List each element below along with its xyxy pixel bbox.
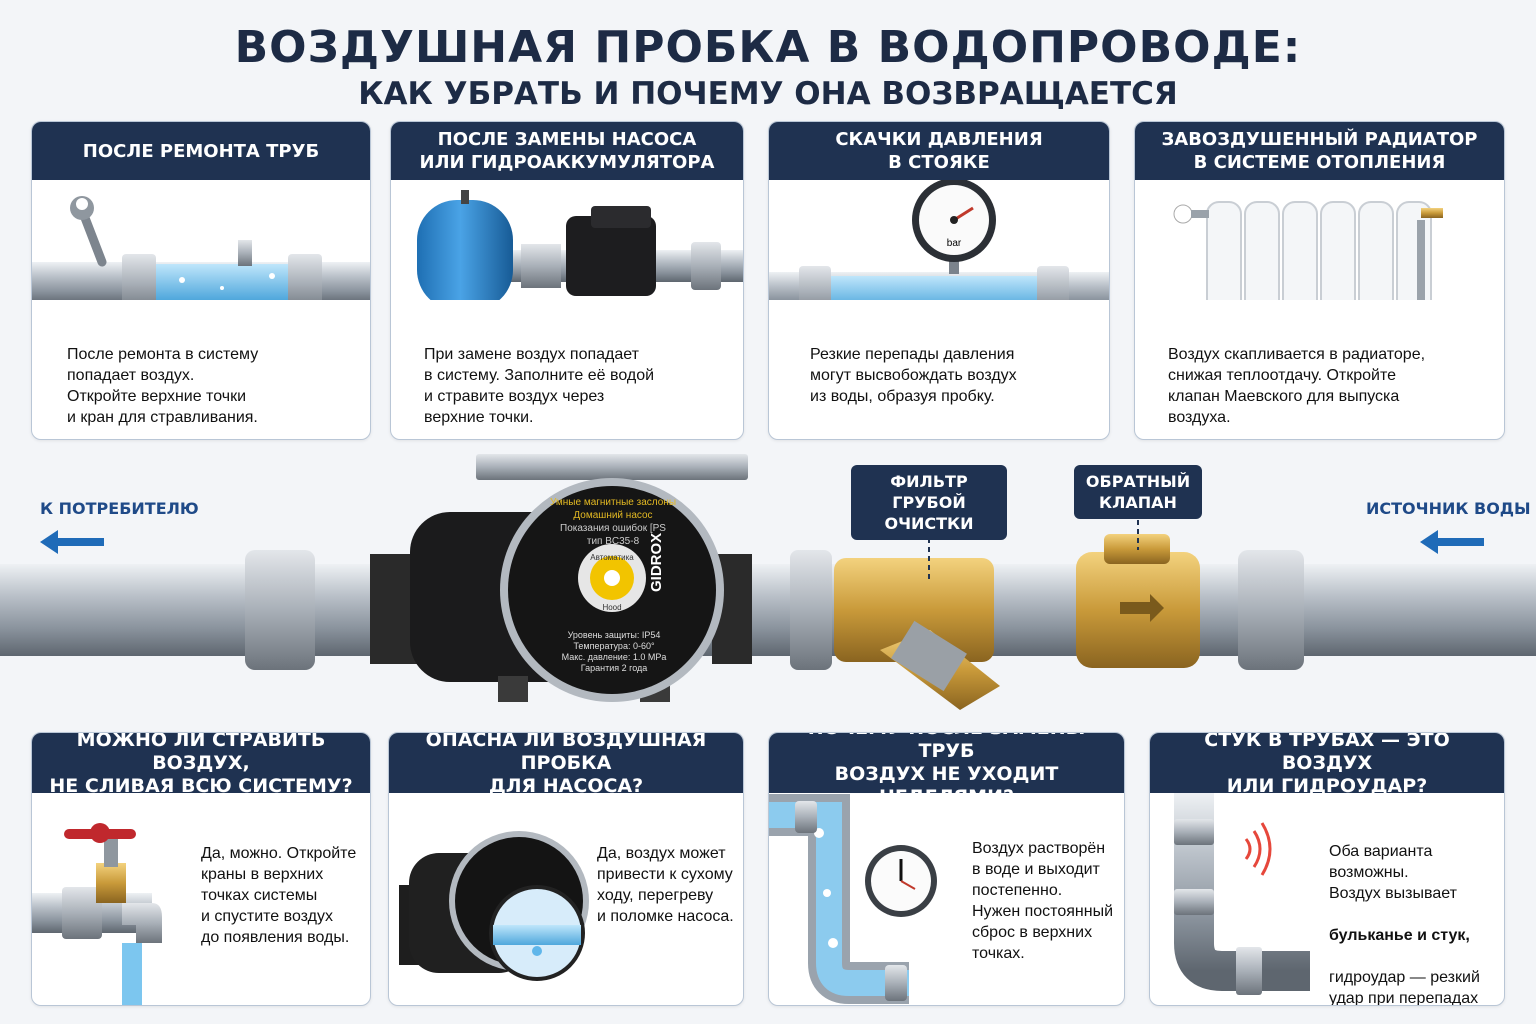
main-pipeline [0, 454, 1536, 710]
main-title: ВОЗДУШНАЯ ПРОБКА В ВОДОПРОВОДЕ: [234, 22, 1302, 73]
tag-coarse-filter: ФИЛЬТР ГРУБОЙ ОЧИСТКИ [851, 465, 1007, 540]
card-airlock-pump-danger: ОПАСНА ЛИ ВОЗДУШНАЯ ПРОБКА ДЛЯ НАСОСА? Д… [388, 732, 744, 1006]
label-water-source: ИСТОЧНИК ВОДЫ [1366, 499, 1531, 518]
card-text-bold: бульканье и стук, [1329, 927, 1470, 944]
pump-faceplate: Умные магнитные заслоны Домашний насос П… [516, 496, 710, 548]
card-text-part1: Оба варианта возможны. Воздух вызывает [1329, 843, 1457, 902]
card-text: Да, воздух может привести к сухому ходу,… [597, 845, 734, 925]
card-bleed-air-without-draining: МОЖНО ЛИ СТРАВИТЬ ВОЗДУХ, НЕ СЛИВАЯ ВСЮ … [31, 732, 371, 1006]
gauge-unit: bar [947, 238, 962, 249]
tag-check-valve: ОБРАТНЫЙ КЛАПАН [1074, 465, 1202, 519]
card-title: ПОСЛЕ РЕМОНТА ТРУБ [32, 122, 370, 180]
pump-line3: Показания ошибок [PS [560, 523, 666, 534]
card-text-part2: гидроудар — резкий удар при перепадах да… [1329, 969, 1480, 1006]
card-title: СКАЧКИ ДАВЛЕНИЯ В СТОЯКЕ [769, 122, 1109, 180]
card-after-pump-replacement: ПОСЛЕ ЗАМЕНЫ НАСОСА ИЛИ ГИДРОАККУМУЛЯТОР… [390, 121, 744, 440]
card-text: Оба варианта возможны. Воздух вызывает б… [1329, 820, 1480, 1006]
pump-specs: Уровень защиты: IP54 Температура: 0-60° … [530, 630, 698, 674]
pump-dial-bottom: Hood [602, 603, 622, 612]
card-airlocked-radiator: ЗАВОЗДУШЕННЫЙ РАДИАТОР В СИСТЕМЕ ОТОПЛЕН… [1134, 121, 1505, 440]
pump-spec1: Уровень защиты: IP54 [567, 630, 661, 640]
radiator-illustration [1173, 201, 1443, 300]
pump-line2: Домашний насос [573, 510, 653, 521]
label-to-consumer: К ПОТРЕБИТЕЛЮ [40, 499, 199, 518]
pump-spec2: Температура: 0-60° [573, 641, 655, 651]
card-air-not-leaving: ПОЧЕМУ ПОСЛЕ ЗАМЕНЫ ТРУБ ВОЗДУХ НЕ УХОДИ… [768, 732, 1125, 1006]
card-text: Воздух растворён в воде и выходит постеп… [972, 840, 1113, 962]
card-title: ОПАСНА ЛИ ВОЗДУШНАЯ ПРОБКА ДЛЯ НАСОСА? [389, 733, 743, 797]
card-title: ЗАВОЗДУШЕННЫЙ РАДИАТОР В СИСТЕМЕ ОТОПЛЕН… [1135, 122, 1504, 180]
card-text: Да, можно. Откройте краны в верхних точк… [201, 845, 357, 946]
card-title: ПОЧЕМУ ПОСЛЕ ЗАМЕНЫ ТРУБ ВОЗДУХ НЕ УХОДИ… [769, 733, 1124, 808]
card-title: СТУК В ТРУБАХ — ЭТО ВОЗДУХ ИЛИ ГИДРОУДАР… [1150, 733, 1504, 797]
card-knocking-pipes: СТУК В ТРУБАХ — ЭТО ВОЗДУХ ИЛИ ГИДРОУДАР… [1149, 732, 1505, 1006]
card-title: ПОСЛЕ ЗАМЕНЫ НАСОСА ИЛИ ГИДРОАККУМУЛЯТОР… [391, 122, 743, 180]
card-after-pipe-repair: ПОСЛЕ РЕМОНТА ТРУБ После ремонта в систе… [31, 121, 371, 440]
pump-spec3: Макс. давление: 1.0 MPa [561, 652, 667, 662]
pump-line4: тип BC35-8 [586, 536, 640, 547]
pressure-gauge-illustration: bar [769, 180, 1109, 300]
faucet-illustration [32, 823, 162, 1005]
pump-brand: GIDROX [648, 532, 665, 592]
pipe-clock-illustration [769, 794, 937, 1004]
pipe-repair-illustration [32, 196, 370, 300]
card-title: МОЖНО ЛИ СТРАВИТЬ ВОЗДУХ, НЕ СЛИВАЯ ВСЮ … [32, 733, 370, 797]
pump-line1: Умные магнитные заслоны [549, 497, 676, 508]
card-text: После ремонта в систему попадает воздух.… [67, 346, 259, 426]
pump-tank-illustration [417, 190, 743, 300]
main-subtitle: КАК УБРАТЬ И ПОЧЕМУ ОНА ВОЗВРАЩАЕТСЯ [358, 76, 1178, 112]
knocking-pipe-illustration [1174, 793, 1310, 995]
pump-closeup-illustration [399, 831, 589, 981]
card-text: При замене воздух попадает в систему. За… [424, 346, 655, 426]
card-text: Резкие перепады давления могут высвобожд… [810, 346, 1017, 405]
card-pressure-surges: СКАЧКИ ДАВЛЕНИЯ В СТОЯКЕ bar Резкие пере… [768, 121, 1110, 440]
pump-dial-top: Автоматика [590, 553, 634, 562]
pump-spec4: Гарантия 2 года [580, 663, 648, 673]
card-text: Воздух скапливается в радиаторе, снижая … [1168, 346, 1426, 426]
